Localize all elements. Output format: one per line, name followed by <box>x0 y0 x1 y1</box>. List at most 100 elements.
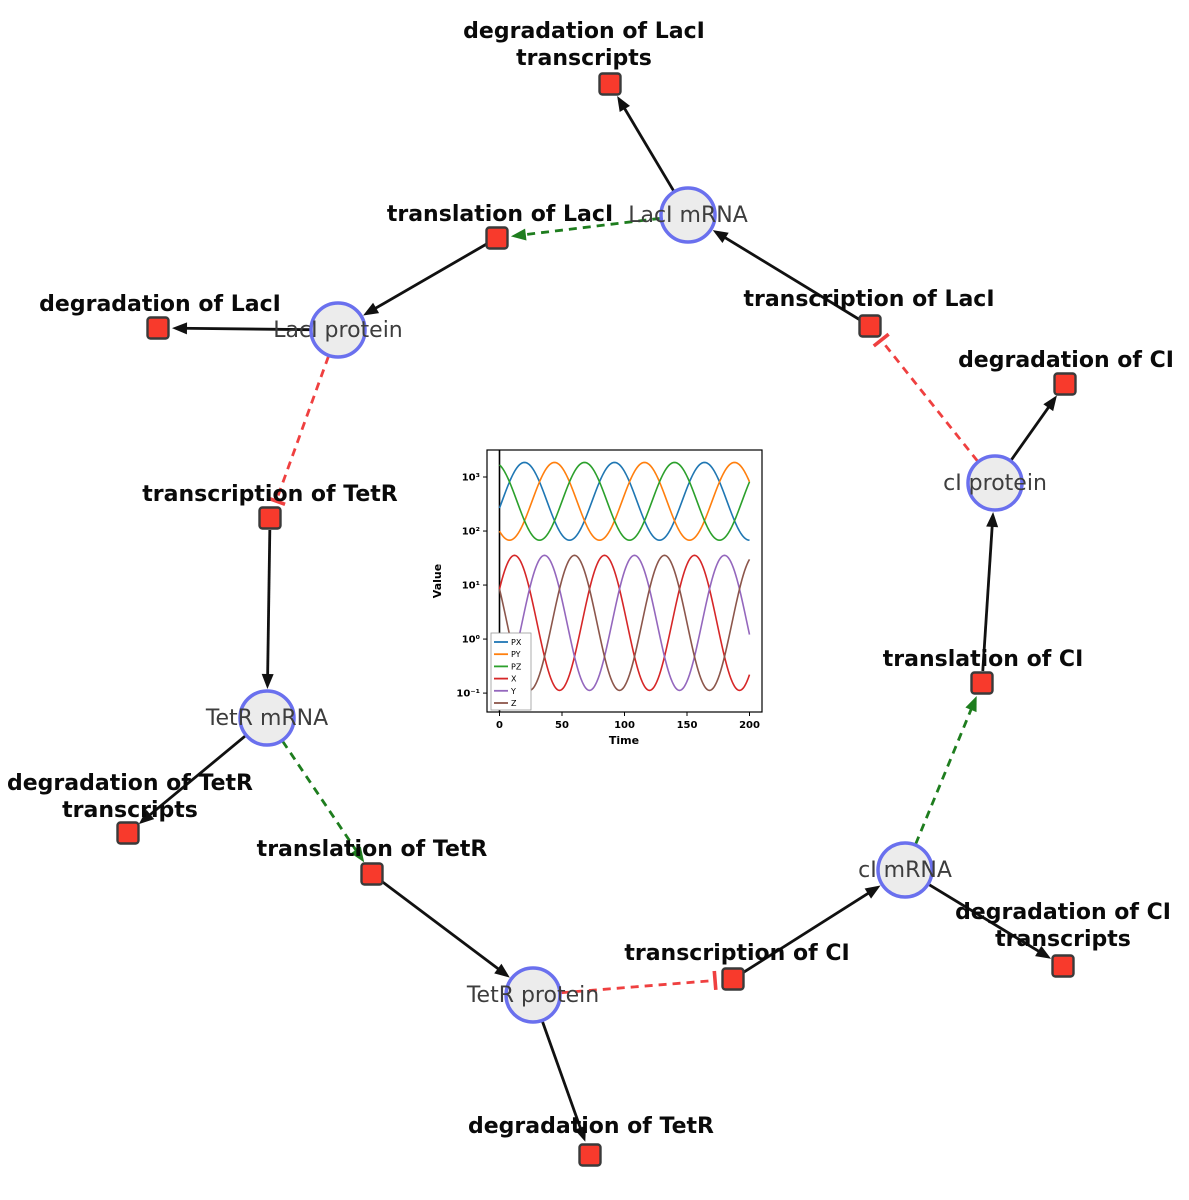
edge-production-translation_LacI-to-LacI_protein <box>370 242 488 313</box>
chart-xlabel: Time <box>609 734 639 747</box>
reaction-node-transcription_CI <box>721 967 745 991</box>
arrowhead-translation_LacI-to-LacI_protein <box>363 302 380 316</box>
species-node-cI_mRNA <box>876 841 934 899</box>
legend-label-Z: Z <box>511 699 517 708</box>
edge-production-translation_TetR-to-TetR_protein <box>380 880 504 974</box>
edge-production-transcription_LacI-to-LacI_mRNA <box>719 233 861 321</box>
species-label-cI_mRNA: cI mRNA <box>858 858 952 883</box>
reaction-label-deg_CI_tr-line0: degradation of CI <box>955 900 1171 925</box>
legend-label-PZ: PZ <box>511 662 522 671</box>
x-tick-label-0: 0 <box>496 720 503 731</box>
arrowhead-TetR_mRNA-to-deg_TetR_tr <box>138 809 155 825</box>
edge-consumption-LacI_mRNA-to-deg_LacI_tr <box>620 103 675 192</box>
edge-production-translation_CI-to-cI_protein <box>981 520 994 672</box>
arrowhead-transcription_LacI-to-LacI_mRNA <box>712 230 729 244</box>
arrowhead-cI_protein-to-deg_CI <box>1043 395 1057 412</box>
reaction-label-translation_LacI-line0: translation of LacI <box>387 202 613 227</box>
reaction-node-transcription_TetR <box>258 506 282 530</box>
series-Y <box>499 554 751 692</box>
x-tick-label-1: 50 <box>555 720 569 731</box>
reaction-node-deg_LacI_tr <box>598 72 622 96</box>
arrowhead-transcription_TetR-to-TetR_mRNA <box>261 673 274 690</box>
reaction-node-deg_TetR <box>578 1143 602 1167</box>
reaction-label-translation_CI-line0: translation of CI <box>883 647 1084 672</box>
inhibition-tbar-TetR_protein-to-transcription_CI <box>712 970 718 991</box>
reaction-label-deg_LacI_tr-line0: degradation of LacI <box>463 19 705 44</box>
species-label-TetR_mRNA: TetR mRNA <box>205 706 328 731</box>
edge-consumption-LacI_protein-to-deg_LacI <box>180 326 311 332</box>
species-node-LacI_mRNA <box>659 186 717 244</box>
x-tick-label-4: 200 <box>739 720 760 731</box>
arrowhead-cI_mRNA-to-deg_CI_tr <box>1035 945 1052 959</box>
edge-modifier-TetR_mRNA-to-translation_TetR <box>281 740 361 856</box>
edge-inhibition-TetR_protein-to-transcription_CI <box>560 979 716 995</box>
edge-consumption-TetR_mRNA-to-deg_TetR_tr <box>144 734 247 820</box>
edge-production-transcription_TetR-to-TetR_mRNA <box>266 529 272 681</box>
reaction-node-deg_TetR_tr <box>116 821 140 845</box>
series-PY <box>498 461 751 542</box>
edge-consumption-cI_protein-to-deg_CI <box>1010 401 1053 461</box>
reaction-label-deg_TetR-line0: degradation of TetR <box>468 1114 714 1139</box>
reaction-node-transcription_LacI <box>858 314 882 338</box>
species-node-TetR_mRNA <box>238 689 296 747</box>
arrowhead-transcription_CI-to-cI_mRNA <box>864 885 881 899</box>
legend-label-PY: PY <box>511 650 521 659</box>
reaction-node-translation_LacI <box>485 226 509 250</box>
nodes-layer <box>116 72 1077 1167</box>
y-tick-label-3: 10² <box>462 527 480 538</box>
arrowhead-LacI_protein-to-deg_LacI <box>171 322 188 335</box>
arrowhead-translation_TetR-to-TetR_protein <box>494 963 510 978</box>
series-Z <box>498 554 751 692</box>
arrowhead-LacI_mRNA-to-translation_LacI <box>510 228 527 241</box>
edge-modifier-cI_mRNA-to-translation_CI <box>914 703 975 845</box>
y-tick-label-1: 10⁰ <box>462 635 480 646</box>
reaction-node-deg_CI_tr <box>1051 954 1075 978</box>
edge-consumption-cI_mRNA-to-deg_CI_tr <box>928 883 1045 956</box>
reaction-label-deg_CI-line0: degradation of CI <box>958 348 1174 373</box>
chart-root: 0 50 100 150 200 10⁻¹ 10⁰ 10¹ 10² 10³ PX PY PZ XYZ <box>456 449 763 731</box>
reaction-label-deg_TetR_tr-line0: degradation of TetR <box>7 771 253 796</box>
edge-production-transcription_CI-to-cI_mRNA <box>742 889 874 974</box>
legend-label-PX: PX <box>511 638 522 647</box>
species-node-cI_protein <box>966 454 1024 512</box>
inset-chart: 0 50 100 150 200 10⁻¹ 10⁰ 10¹ 10² 10³ PX PY PZ XYZ Ti… <box>431 449 763 747</box>
reaction-node-translation_CI <box>970 671 994 695</box>
arrowhead-translation_CI-to-cI_protein <box>986 511 999 528</box>
inhibition-tbar-LacI_protein-to-transcription_TetR <box>266 496 286 506</box>
y-tick-label-0: 10⁻¹ <box>456 689 480 700</box>
x-tick-label-2: 100 <box>614 720 635 731</box>
reaction-node-deg_CI <box>1053 372 1077 396</box>
arrowhead-cI_mRNA-to-translation_CI <box>965 695 977 713</box>
reaction-label-deg_CI_tr-line1: transcripts <box>995 927 1131 952</box>
species-node-LacI_protein <box>309 301 367 359</box>
y-tick-label-2: 10¹ <box>462 581 480 592</box>
y-tick-label-4: 10³ <box>462 473 480 484</box>
reaction-label-translation_TetR-line0: translation of TetR <box>257 837 488 862</box>
legend-label-X: X <box>511 675 517 684</box>
reaction-node-deg_LacI <box>146 316 170 340</box>
series-X <box>498 554 751 692</box>
reaction-label-deg_TetR_tr-line1: transcripts <box>62 798 198 823</box>
x-tick-label-3: 150 <box>677 720 698 731</box>
reaction-label-transcription_TetR-line0: transcription of TetR <box>142 482 398 507</box>
reaction-node-translation_TetR <box>360 862 384 886</box>
reaction-label-deg_LacI_tr-line1: transcripts <box>516 46 652 71</box>
species-node-TetR_protein <box>504 966 562 1024</box>
reaction-label-deg_LacI-line0: degradation of LacI <box>39 292 281 317</box>
species-label-cI_protein: cI protein <box>943 471 1047 496</box>
edge-inhibition-LacI_protein-to-transcription_TetR <box>274 355 330 502</box>
arrowhead-TetR_protein-to-deg_TetR <box>574 1125 586 1142</box>
chart-ylabel: Value <box>431 564 444 598</box>
legend-box <box>490 632 532 711</box>
species-label-LacI_protein: LacI protein <box>273 318 403 343</box>
edge-modifier-LacI_mRNA-to-translation_LacI <box>519 216 661 237</box>
species-label-TetR_protein: TetR protein <box>466 983 599 1008</box>
edge-inhibition-cI_protein-to-transcription_LacI <box>880 339 979 462</box>
species-label-LacI_mRNA: LacI mRNA <box>628 203 748 228</box>
edges-layer <box>138 96 1057 1142</box>
arrowhead-TetR_mRNA-to-translation_TetR <box>350 846 365 863</box>
legend-label-Y: Y <box>510 687 516 696</box>
edge-consumption-TetR_protein-to-deg_TetR <box>541 1020 584 1134</box>
